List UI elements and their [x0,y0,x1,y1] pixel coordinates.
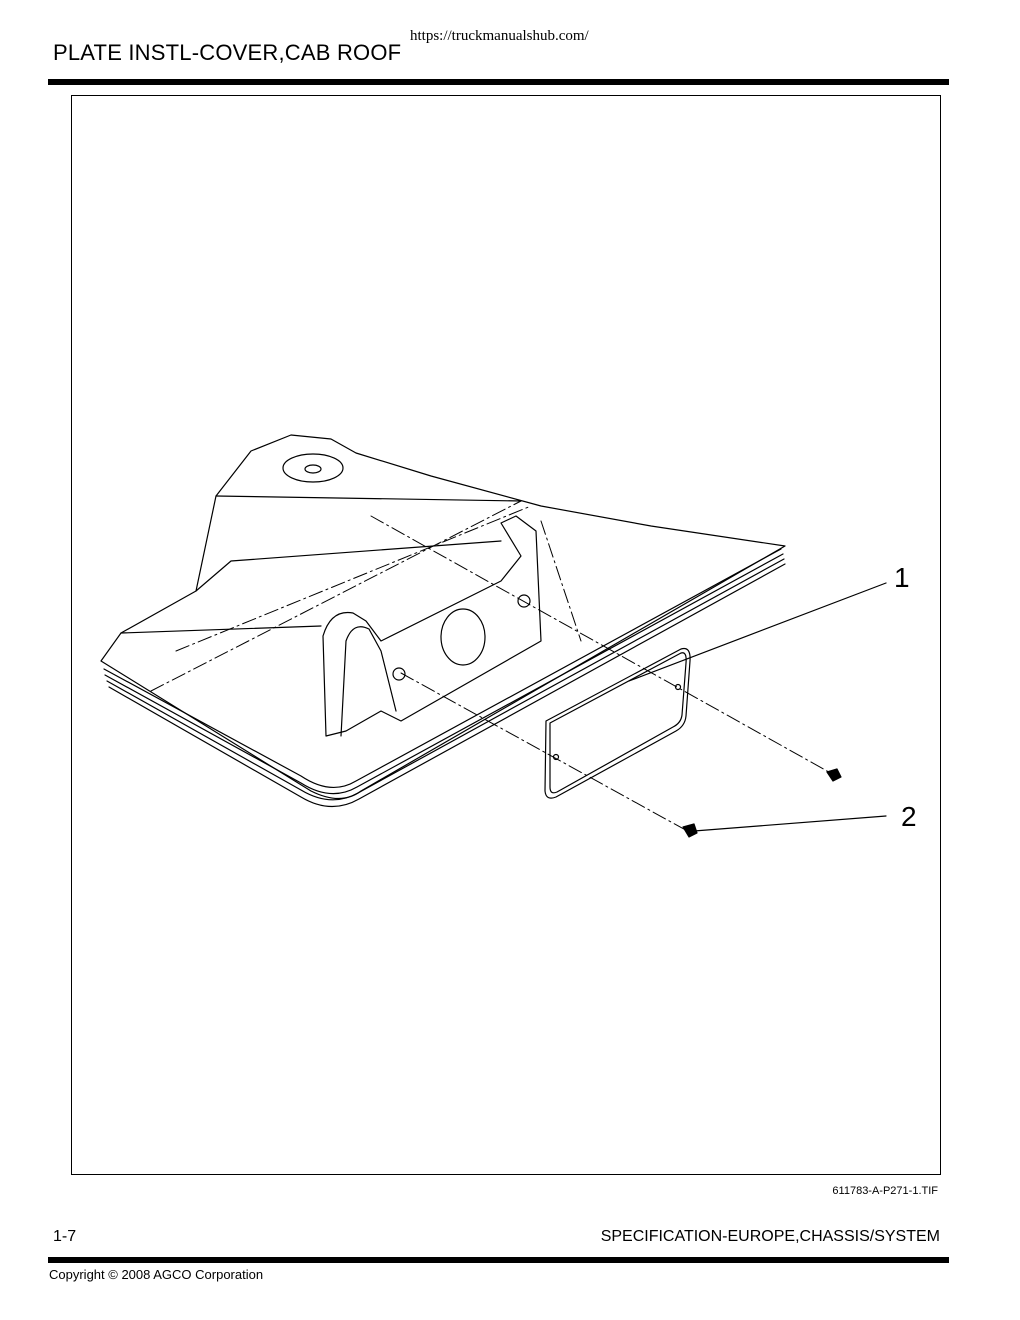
cover-plate-inner [549,652,687,794]
leader-line-1 [628,582,887,682]
page-number: 1-7 [53,1228,77,1245]
roof-panel-line [215,495,522,502]
bracket-hole [440,608,486,666]
roof-stud [392,667,406,681]
roof-rim-line [106,558,785,801]
roof-rim-line [104,553,784,795]
centerline [540,520,582,642]
bracket-edge [340,626,397,737]
copyright-notice: Copyright © 2008 AGCO Corporation [49,1267,264,1282]
centerline [150,500,522,692]
illustration-frame: 1 2 [71,95,941,1175]
roof-rim-line [108,563,786,808]
footer-rule [48,1257,949,1263]
roof-hatch-inner [304,464,322,474]
roof-stud [517,594,531,608]
header-rule [48,79,949,85]
centerline [400,672,692,834]
roof-panel-line [195,540,502,592]
screw [682,768,842,838]
page-title: PLATE INSTL-COVER,CAB ROOF [53,40,402,65]
roof-outline [100,434,786,800]
source-url[interactable]: https://truckmanualshub.com/ [410,28,589,44]
cab-roof-illustration: 1 2 [100,434,917,838]
bracket-body [322,515,542,737]
callout-2: 2 [901,801,917,832]
plate-hole [674,683,682,691]
leader-line-2 [693,815,887,832]
centerline [370,515,837,777]
roof-hatch [282,453,344,483]
roof-rim-line [103,548,782,788]
figure-file-reference: 611783-A-P271-1.TIF [832,1185,938,1197]
plate-hole [552,753,560,761]
cover-plate [544,647,691,799]
section-title: SPECIFICATION-EUROPE,CHASSIS/SYSTEM [600,1228,940,1245]
roof-panel-line [120,625,322,634]
callout-1: 1 [894,562,910,593]
centerline [175,505,532,652]
